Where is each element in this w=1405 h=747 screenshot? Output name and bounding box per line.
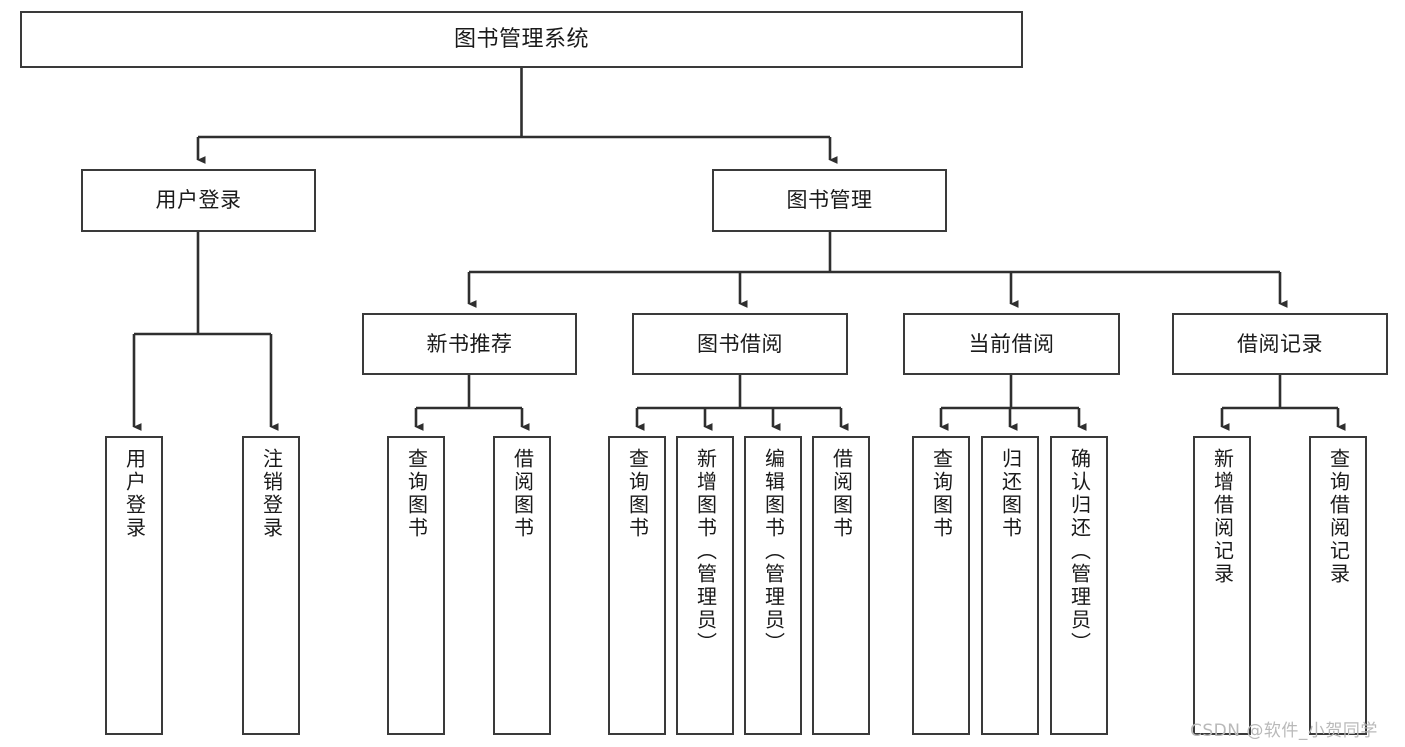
- node-leaf-query-book-borrow[interactable]: 查询图书: [608, 436, 666, 735]
- node-leaf-confirm-return-admin-label: 确认归还（管理员）: [1067, 448, 1092, 655]
- node-leaf-add-borrow-record[interactable]: 新增借阅记录: [1193, 436, 1251, 735]
- node-book-borrow-label: 图书借阅: [697, 331, 783, 356]
- node-leaf-user-login[interactable]: 用户登录: [105, 436, 163, 735]
- node-current-borrow-label: 当前借阅: [968, 331, 1055, 356]
- node-root-book-management-system[interactable]: 图书管理系统: [20, 11, 1023, 68]
- node-leaf-user-login-label: 用户登录: [122, 448, 147, 540]
- node-leaf-query-book-borrow-label: 查询图书: [625, 448, 650, 540]
- node-root-label: 图书管理系统: [453, 26, 589, 52]
- node-book-management-label: 图书管理: [786, 188, 873, 213]
- node-borrow-record-label: 借阅记录: [1237, 331, 1323, 356]
- node-leaf-query-book-current-label: 查询图书: [929, 448, 954, 540]
- node-leaf-edit-book-admin[interactable]: 编辑图书（管理员）: [744, 436, 802, 735]
- node-current-borrow[interactable]: 当前借阅: [903, 313, 1120, 375]
- node-leaf-confirm-return-admin[interactable]: 确认归还（管理员）: [1050, 436, 1108, 735]
- node-book-borrow[interactable]: 图书借阅: [632, 313, 848, 375]
- node-new-book-recommend[interactable]: 新书推荐: [362, 313, 577, 375]
- node-leaf-borrow-book-label: 借阅图书: [829, 448, 854, 540]
- node-book-management[interactable]: 图书管理: [712, 169, 947, 232]
- node-leaf-borrow-book-recommend[interactable]: 借阅图书: [493, 436, 551, 735]
- node-leaf-return-book[interactable]: 归还图书: [981, 436, 1039, 735]
- node-user-login-label: 用户登录: [155, 188, 242, 213]
- node-leaf-add-book-admin-label: 新增图书（管理员）: [693, 448, 718, 655]
- node-leaf-return-book-label: 归还图书: [998, 448, 1023, 540]
- node-leaf-query-borrow-record[interactable]: 查询借阅记录: [1309, 436, 1367, 735]
- node-leaf-edit-book-admin-label: 编辑图书（管理员）: [761, 448, 786, 655]
- node-leaf-add-book-admin[interactable]: 新增图书（管理员）: [676, 436, 734, 735]
- node-leaf-query-book-recommend[interactable]: 查询图书: [387, 436, 445, 735]
- node-leaf-logout-label: 注销登录: [259, 448, 284, 540]
- node-leaf-logout[interactable]: 注销登录: [242, 436, 300, 735]
- node-new-book-recommend-label: 新书推荐: [426, 331, 513, 356]
- node-leaf-query-borrow-record-label: 查询借阅记录: [1326, 448, 1351, 586]
- node-leaf-borrow-book-recommend-label: 借阅图书: [510, 448, 535, 540]
- node-user-login[interactable]: 用户登录: [81, 169, 316, 232]
- node-leaf-borrow-book[interactable]: 借阅图书: [812, 436, 870, 735]
- node-leaf-query-book-current[interactable]: 查询图书: [912, 436, 970, 735]
- node-leaf-add-borrow-record-label: 新增借阅记录: [1210, 448, 1235, 586]
- node-leaf-query-book-recommend-label: 查询图书: [404, 448, 429, 540]
- node-borrow-record[interactable]: 借阅记录: [1172, 313, 1388, 375]
